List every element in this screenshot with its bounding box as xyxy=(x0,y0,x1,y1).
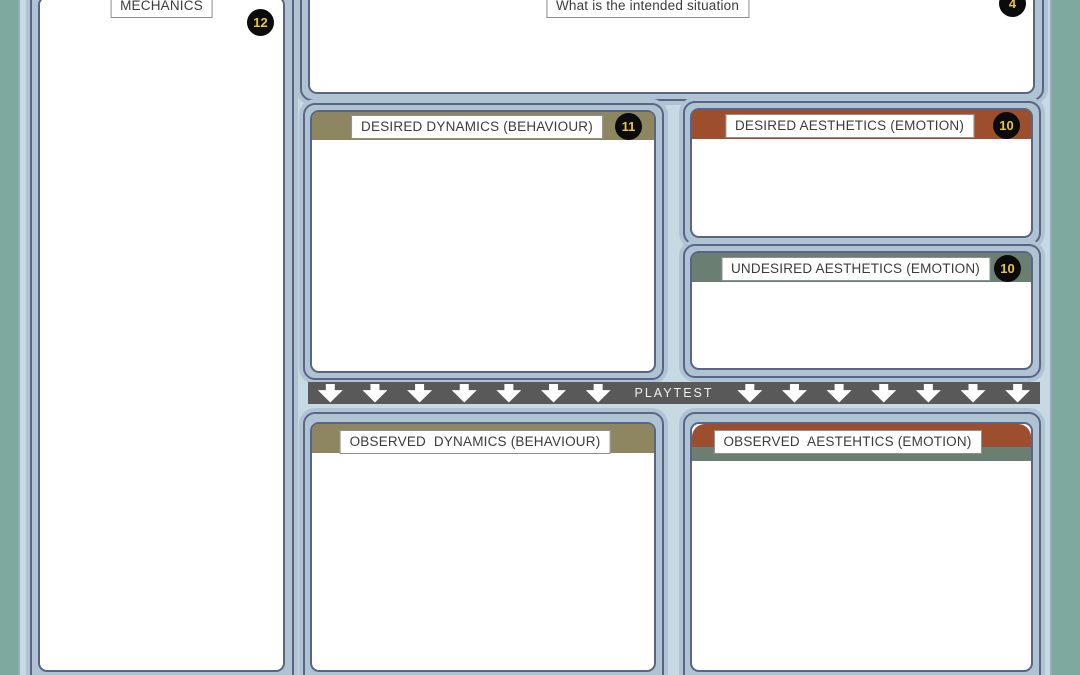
desired-dynamics-count-badge: 11 xyxy=(615,113,642,140)
down-arrow-icon xyxy=(451,383,477,403)
observed-dynamics-panel[interactable]: OBSERVED DYNAMICS (BEHAVIOUR) xyxy=(310,422,656,672)
desired-aesthetics-section: DESIRED AESTHETICS (EMOTION) 10 xyxy=(683,101,1041,245)
undesired-aesthetics-count-badge: 10 xyxy=(994,255,1021,282)
intended-situation-section: What is the intended situation 4 xyxy=(300,0,1044,101)
mechanics-label: MECHANICS xyxy=(110,0,213,18)
observed-aesthetics-panel[interactable]: OBSERVED AESTEHTICS (EMOTION) xyxy=(690,422,1033,672)
desired-aesthetics-count-badge: 10 xyxy=(993,112,1020,139)
observed-dynamics-label: OBSERVED DYNAMICS (BEHAVIOUR) xyxy=(339,430,611,454)
observed-aesthetics-label: OBSERVED AESTEHTICS (EMOTION) xyxy=(713,430,982,454)
observed-aesthetics-section: OBSERVED AESTEHTICS (EMOTION) xyxy=(683,412,1041,675)
down-arrow-icon xyxy=(362,383,388,403)
down-arrow-icon xyxy=(871,383,897,403)
down-arrow-icon xyxy=(960,383,986,403)
down-arrow-icon xyxy=(585,383,611,403)
desired-dynamics-section: DESIRED DYNAMICS (BEHAVIOUR) 11 xyxy=(303,103,664,380)
mechanics-section: MECHANICS 12 xyxy=(30,0,294,675)
down-arrow-icon xyxy=(1005,383,1031,403)
undesired-aesthetics-panel[interactable]: UNDESIRED AESTHETICS (EMOTION) 10 xyxy=(690,251,1033,370)
mechanics-panel[interactable]: MECHANICS 12 xyxy=(38,0,285,672)
down-arrow-icon xyxy=(317,383,343,403)
desired-dynamics-panel[interactable]: DESIRED DYNAMICS (BEHAVIOUR) 11 xyxy=(310,110,656,373)
desired-dynamics-label: DESIRED DYNAMICS (BEHAVIOUR) xyxy=(351,115,603,139)
down-arrow-icon xyxy=(541,383,567,403)
mechanics-count-badge: 12 xyxy=(247,9,274,36)
observed-dynamics-section: OBSERVED DYNAMICS (BEHAVIOUR) xyxy=(303,412,664,675)
down-arrow-icon xyxy=(826,383,852,403)
playtest-arrows-right xyxy=(728,382,1041,404)
intended-situation-count-badge: 4 xyxy=(999,0,1026,17)
intended-situation-panel[interactable]: What is the intended situation 4 xyxy=(308,0,1035,94)
intended-situation-label: What is the intended situation xyxy=(545,0,750,18)
down-arrow-icon xyxy=(737,383,763,403)
desired-aesthetics-label: DESIRED AESTHETICS (EMOTION) xyxy=(724,114,975,138)
down-arrow-icon xyxy=(915,383,941,403)
undesired-aesthetics-label: UNDESIRED AESTHETICS (EMOTION) xyxy=(720,257,991,281)
undesired-aesthetics-section: UNDESIRED AESTHETICS (EMOTION) 10 xyxy=(683,244,1041,378)
playtest-arrows-left xyxy=(308,382,621,404)
playtest-label: PLAYTEST xyxy=(634,386,714,400)
down-arrow-icon xyxy=(496,383,522,403)
down-arrow-icon xyxy=(407,383,433,403)
desired-aesthetics-panel[interactable]: DESIRED AESTHETICS (EMOTION) 10 xyxy=(690,108,1033,238)
playtest-bar: PLAYTEST xyxy=(308,382,1040,404)
down-arrow-icon xyxy=(781,383,807,403)
